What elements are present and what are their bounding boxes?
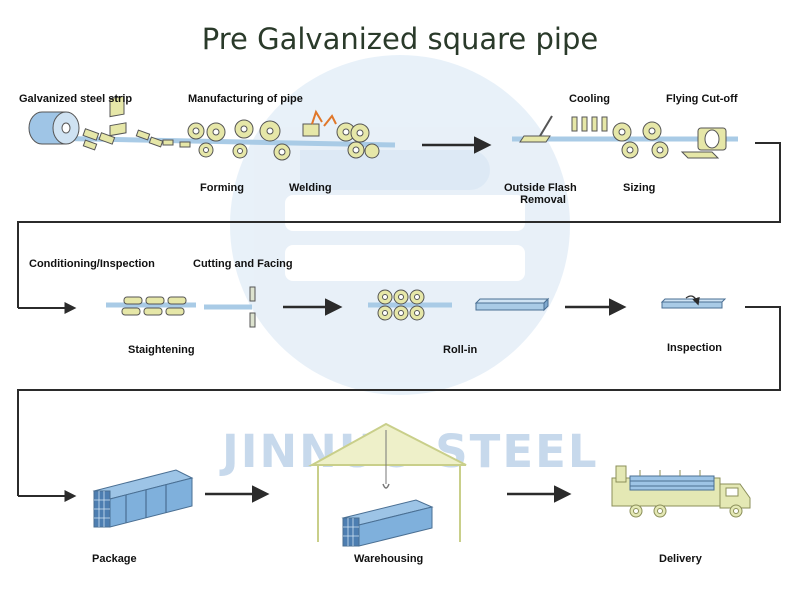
page-title: Pre Galvanized square pipe <box>201 22 599 56</box>
steel-coil-icon <box>28 111 80 145</box>
connector-row1-row2 <box>17 142 781 308</box>
label-welding: Welding <box>289 182 332 194</box>
cutting-blade-icon <box>249 286 256 328</box>
label-outside-flash-removal: Outside Flash Removal <box>504 182 582 206</box>
label-warehousing: Warehousing <box>354 553 424 565</box>
label-cutting-and-facing: Cutting and Facing <box>193 258 293 270</box>
label-conditioning-inspection: Conditioning/Inspection <box>29 258 155 270</box>
label-sizing: Sizing <box>623 182 656 194</box>
label-flying-cut-off: Flying Cut-off <box>666 93 738 105</box>
delivery-truck-icon <box>611 465 751 518</box>
welding-unit-icon <box>302 109 380 159</box>
roll-in-rollers-icon <box>377 289 425 321</box>
sizing-rollers-icon <box>612 121 669 159</box>
label-removal: Removal <box>520 194 566 206</box>
label-galvanized-steel-strip: Galvanized steel strip <box>19 93 133 105</box>
label-forming: Forming <box>200 182 244 194</box>
label-inspection: Inspection <box>667 342 723 354</box>
connector-row2-row3 <box>17 306 781 496</box>
label-outside-flash: Outside Flash <box>504 182 577 194</box>
straightening-rollers-icon <box>121 296 187 316</box>
label-cooling: Cooling <box>569 93 610 105</box>
forming-rollers-icon <box>187 119 291 161</box>
watermark-logo <box>230 55 570 395</box>
label-roll-in: Roll-in <box>443 344 478 356</box>
flash-removal-tool-icon <box>519 115 553 143</box>
warehouse-bundle-icon <box>341 499 434 547</box>
warehouse-icon <box>308 422 467 542</box>
label-straightening: Staightening <box>128 344 195 356</box>
package-bundle-icon <box>92 469 194 528</box>
inspection-pipe-icon <box>660 295 727 309</box>
cooling-nozzles-icon <box>571 116 608 132</box>
label-manufacturing-of-pipe: Manufacturing of pipe <box>188 93 303 105</box>
square-pipe-bar-icon <box>474 297 550 312</box>
label-delivery: Delivery <box>659 553 702 565</box>
guide-rollers-icon <box>82 95 191 151</box>
label-package: Package <box>92 553 137 565</box>
cut-off-machine-icon <box>680 127 727 159</box>
